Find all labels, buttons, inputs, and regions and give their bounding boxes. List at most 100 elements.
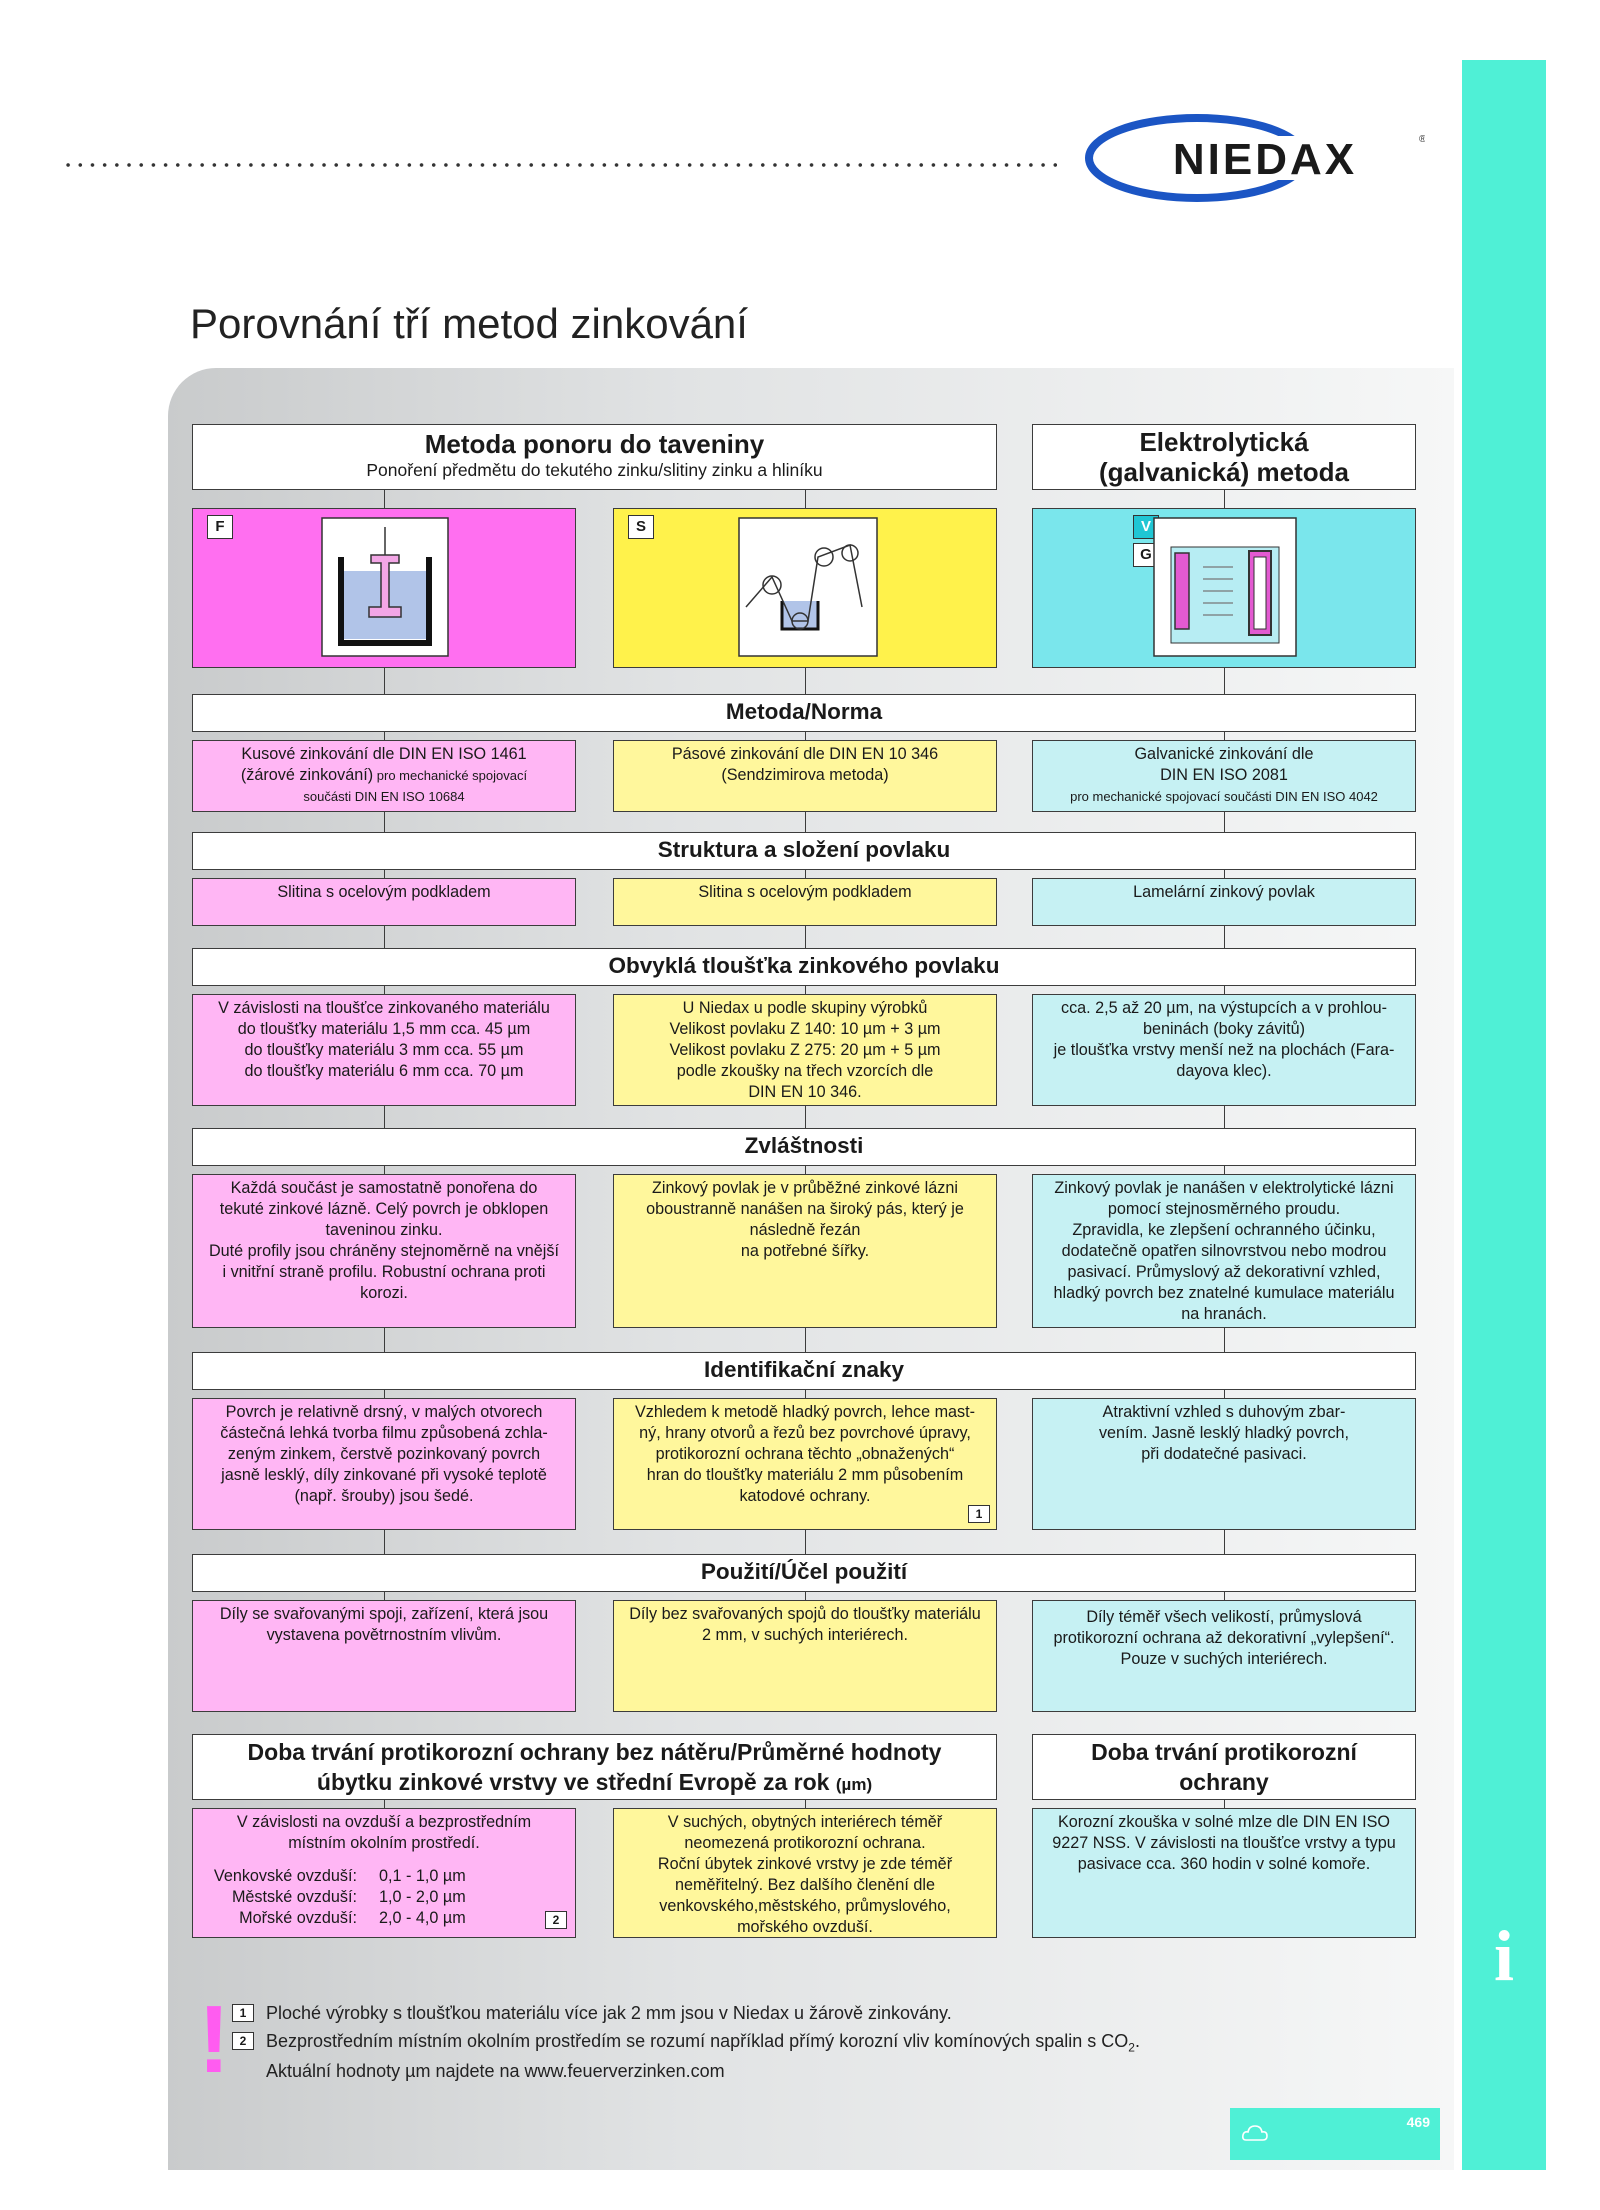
connector <box>384 1800 385 1808</box>
footnote-num-1: 1 <box>232 2004 254 2022</box>
zvlastnosti-v-line: pasivací. Průmyslový až dekorativní vzhl… <box>1067 1263 1381 1281</box>
footnote-3: Aktuální hodnoty µm najdete na www.feuer… <box>266 2061 725 2081</box>
doba-row-value: 2,0 - 4,0 µm <box>379 1909 466 1927</box>
connector <box>1224 668 1225 694</box>
zvlastnosti-f-line: korozi. <box>360 1284 408 1302</box>
tloustka-f-line: do tloušťky materiálu 6 mm cca. 70 µm <box>244 1062 524 1080</box>
connector <box>805 1800 806 1808</box>
tloustka-v: cca. 2,5 až 20 µm, na výstupcích a v pro… <box>1032 994 1416 1106</box>
doba-s-line: mořského ovzduší. <box>737 1918 873 1936</box>
pouziti-v-line: Díly téměř všech velikostí, průmyslová <box>1086 1608 1362 1626</box>
footnote-2-text: Bezprostředním místním okolním prostředí… <box>266 2031 1129 2051</box>
connector <box>1224 1106 1225 1128</box>
section-znaky: Identifikační znaky <box>192 1352 1416 1390</box>
footnote-ref-2[interactable]: 2 <box>545 1911 567 1929</box>
norma-f-small: součásti DIN EN ISO 10684 <box>303 789 465 804</box>
tloustka-s-line: DIN EN 10 346. <box>748 1083 862 1101</box>
znaky-s: Vzhledem k metodě hladký povrch, lehce m… <box>613 1398 997 1530</box>
exclamation-icon: ! <box>198 1986 230 2093</box>
dotted-rule <box>62 160 1057 170</box>
norma-v-line: DIN EN ISO 2081 <box>1160 766 1288 784</box>
doba-row: Mořské ovzduší: 2,0 - 4,0 µm <box>199 1908 569 1929</box>
section-pouziti: Použití/Účel použití <box>192 1554 1416 1592</box>
doba-row-label: Mořské ovzduší: <box>239 1909 357 1927</box>
tloustka-s-line: podle zkoušky na třech vzorcích dle <box>676 1062 934 1080</box>
header-electro-method: Elektrolytická (galvanická) metoda <box>1032 424 1416 490</box>
pouziti-f-line: Díly se svařovanými spoji, zařízení, kte… <box>219 1605 549 1623</box>
page-number: 469 <box>1406 2114 1430 2130</box>
connector <box>384 668 385 694</box>
connector <box>805 490 806 508</box>
connector <box>384 1592 385 1600</box>
zvlastnosti-v-line: Zinkový povlak je nanášen v elektrolytic… <box>1054 1179 1394 1197</box>
connector <box>805 812 806 832</box>
tloustka-f-line: do tloušťky materiálu 1,5 mm cca. 45 µm <box>237 1020 531 1038</box>
connector <box>1224 986 1225 994</box>
header-dip-subtitle: Ponoření předmětu do tekutého zinku/slit… <box>366 460 823 480</box>
znaky-s-line: katodové ochrany. <box>739 1487 871 1505</box>
connector <box>1224 870 1225 878</box>
znaky-s-line: protikorozní ochrana těchto „obnažených“ <box>655 1445 955 1463</box>
doba-f-intro: V závislosti na ovzduší a bezprostředním <box>236 1813 532 1831</box>
electrolytic-bath-icon <box>1153 517 1297 657</box>
cloud-icon <box>1242 2125 1268 2141</box>
tloustka-v-line: dayova klec). <box>1176 1062 1272 1080</box>
znaky-f: Povrch je relativně drsný, v malých otvo… <box>192 1398 576 1530</box>
zvlastnosti-s: Zinkový povlak je v průběžné zinkové láz… <box>613 1174 997 1328</box>
connector <box>805 1530 806 1554</box>
connector <box>805 926 806 948</box>
zvlastnosti-s-line: oboustranně nanášen na široký pás, který… <box>646 1200 964 1218</box>
doba-left-unit: (µm) <box>835 1775 873 1794</box>
tloustka-f: V závislosti na tloušťce zinkovaného mat… <box>192 994 576 1106</box>
connector <box>805 1328 806 1352</box>
page-number-box <box>1230 2108 1440 2160</box>
footnote-num-2: 2 <box>232 2032 254 2050</box>
doba-s-line: neměřitelný. Bez dalšího členění dle <box>674 1876 936 1894</box>
tloustka-v-line: je tloušťka vrstvy menší než na plochách… <box>1053 1041 1395 1059</box>
znaky-v-line: Atraktivní vzhled s duhovým zbar- <box>1102 1403 1346 1421</box>
footnote-ref-1[interactable]: 1 <box>968 1505 990 1523</box>
footnote-2-sub: 2 <box>1128 2040 1135 2055</box>
icon-box-s: S <box>613 508 997 668</box>
connector <box>1224 1530 1225 1554</box>
connector <box>805 1592 806 1600</box>
zvlastnosti-f: Každá součást je samostatně ponořena do … <box>192 1174 576 1328</box>
norma-v-small: pro mechanické spojovací součásti DIN EN… <box>1070 789 1378 804</box>
connector <box>1224 1328 1225 1352</box>
doba-right-line: ochrany <box>1179 1769 1269 1795</box>
znaky-v-line: vením. Jasně lesklý hladký povrch, <box>1098 1424 1350 1442</box>
section-norma: Metoda/Norma <box>192 694 1416 732</box>
tloustka-f-line: V závislosti na tloušťce zinkovaného mat… <box>218 999 550 1017</box>
norma-f-line: (žárové zinkování) <box>240 766 374 784</box>
connector <box>1224 926 1225 948</box>
svg-text:NIEDAX: NIEDAX <box>1173 135 1357 184</box>
sidebar-strip <box>1462 60 1546 2170</box>
doba-row-label: Venkovské ovzduší: <box>213 1867 357 1885</box>
norma-f: Kusové zinkování dle DIN EN ISO 1461 (žá… <box>192 740 576 812</box>
doba-s-line: V suchých, obytných interiérech téměř <box>667 1813 943 1831</box>
tag-s: S <box>628 515 654 539</box>
tloustka-v-line: beninách (boky závitů) <box>1143 1020 1305 1038</box>
norma-s-line: (Sendzimirova metoda) <box>721 766 889 784</box>
strip-galvanizing-icon <box>738 517 878 657</box>
header-dip-method: Metoda ponoru do taveniny Ponoření předm… <box>192 424 997 490</box>
connector <box>384 732 385 740</box>
doba-left-line: úbytku zinkové vrstvy ve střední Evropě … <box>316 1769 830 1795</box>
doba-s-line: Roční úbytek zinkové vrstvy je zde téměř <box>657 1855 953 1873</box>
connector <box>384 490 385 508</box>
footnote-1: Ploché výrobky s tloušťkou materiálu víc… <box>266 2003 952 2023</box>
doba-row: Venkovské ovzduší: 0,1 - 1,0 µm <box>199 1866 569 1887</box>
pouziti-f: Díly se svařovanými spoji, zařízení, kte… <box>192 1600 576 1712</box>
doba-v-line: 9227 NSS. V závislosti na tloušťce vrstv… <box>1052 1834 1396 1852</box>
zvlastnosti-f-line: Duté profily jsou chráněny stejnoměrně n… <box>208 1242 559 1260</box>
doba-f-intro: místním okolním prostředí. <box>288 1834 480 1852</box>
znaky-f-line: jasně lesklý, díly zinkované při vysoké … <box>221 1466 547 1484</box>
connector <box>384 870 385 878</box>
connector <box>1224 1390 1225 1398</box>
znaky-s-line: ný, hrany otvorů a řezů bez povrchové úp… <box>639 1424 971 1442</box>
connector <box>1224 1592 1225 1600</box>
connector <box>805 732 806 740</box>
tloustka-v-line: cca. 2,5 až 20 µm, na výstupcích a v pro… <box>1060 999 1388 1017</box>
tloustka-s: U Niedax u podle skupiny výrobků Velikos… <box>613 994 997 1106</box>
znaky-f-line: zeným zinkem, čerstvě pozinkovaný povrch <box>227 1445 541 1463</box>
